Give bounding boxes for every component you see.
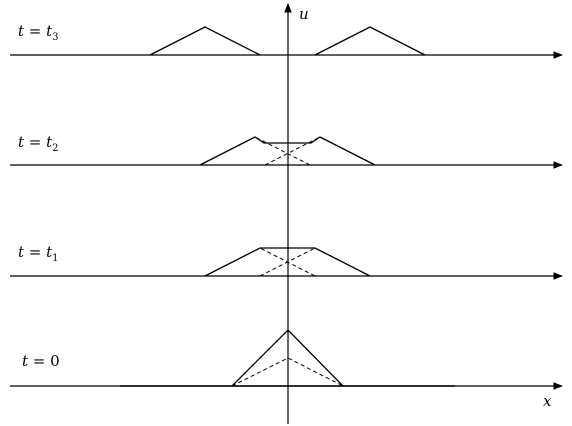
panel-t1: t = t1 [10,243,563,280]
x-axis-label: x [543,392,552,410]
u-axis-label: u [299,5,309,23]
right-pulse-t3 [314,26,426,56]
time-label-t1: t = t1 [18,243,59,264]
left-component-t1 [204,247,316,277]
right-component-t1 [259,247,371,277]
panel-t3: t = t3 [10,22,563,59]
time-label-t2: t = t2 [18,133,59,154]
time-label-t0: t = 0 [22,352,60,370]
solution-t1 [204,247,371,277]
solution-t2 [199,136,376,166]
initial-pulse-t0 [231,329,344,387]
panel-t2: t = t2 [10,133,563,169]
panel-t0: t = 0 [10,329,563,390]
left-pulse-t3 [149,26,261,56]
time-label-t3: t = t3 [18,22,59,43]
